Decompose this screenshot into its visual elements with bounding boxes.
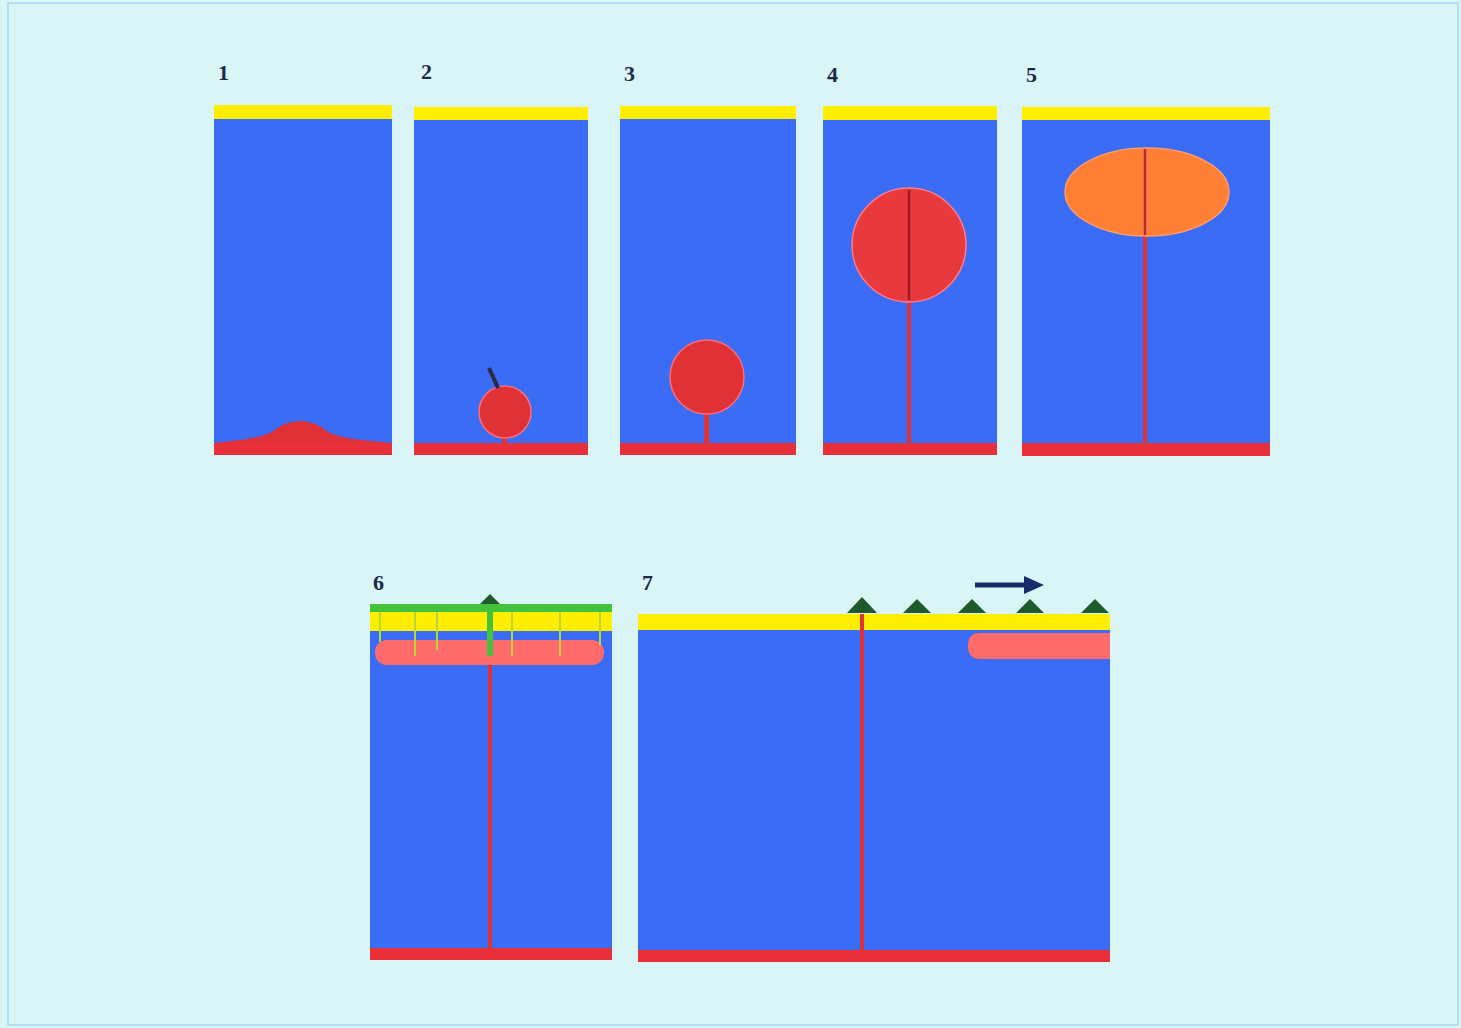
panel-number: 3 <box>624 63 635 85</box>
panel-4 <box>823 106 997 455</box>
panel-number: 5 <box>1026 64 1037 86</box>
panel-6 <box>370 594 612 960</box>
panel-7 <box>638 576 1110 962</box>
panel-2 <box>414 107 588 455</box>
panel-number: 7 <box>642 572 653 594</box>
panel-3 <box>620 106 796 455</box>
panel-number: 4 <box>827 64 838 86</box>
frame <box>8 3 1458 1025</box>
panel-number: 2 <box>421 61 432 83</box>
panel-number: 6 <box>373 572 384 594</box>
panel-1 <box>214 105 392 455</box>
panel-5 <box>1022 107 1270 456</box>
panel-number: 1 <box>218 62 229 84</box>
